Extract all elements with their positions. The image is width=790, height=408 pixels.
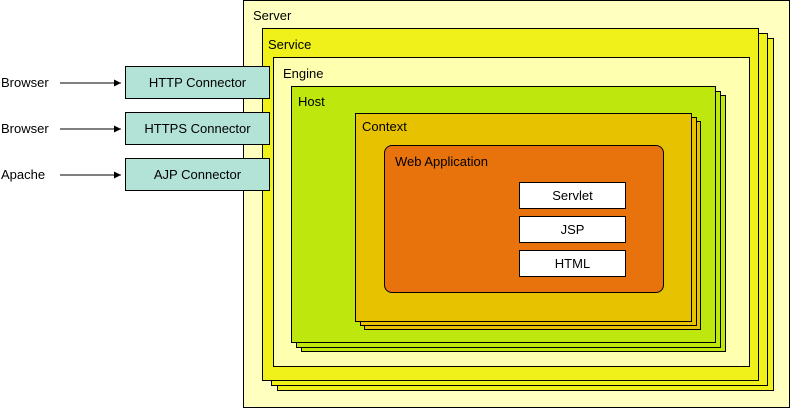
jsp-label: JSP bbox=[560, 222, 585, 237]
html-label: HTML bbox=[554, 256, 591, 271]
engine-label: Engine bbox=[283, 66, 324, 81]
jsp-component: JSP bbox=[519, 216, 626, 243]
ajp-connector: AJP Connector bbox=[125, 158, 270, 191]
server-label: Server bbox=[253, 8, 292, 23]
html-component: HTML bbox=[519, 250, 626, 277]
client-browser-http: Browser bbox=[1, 75, 49, 90]
context-label: Context bbox=[362, 119, 407, 134]
client-apache: Apache bbox=[1, 167, 46, 182]
webapp-label: Web Application bbox=[395, 154, 488, 169]
https-connector-label: HTTPS Connector bbox=[144, 121, 251, 136]
http-connector: HTTP Connector bbox=[125, 66, 270, 99]
servlet-label: Servlet bbox=[552, 188, 593, 203]
service-label: Service bbox=[268, 37, 312, 52]
http-connector-label: HTTP Connector bbox=[148, 75, 247, 90]
servlet-component: Servlet bbox=[519, 182, 626, 209]
https-connector: HTTPS Connector bbox=[125, 112, 270, 145]
client-browser-https: Browser bbox=[1, 121, 49, 136]
host-label: Host bbox=[298, 94, 325, 109]
ajp-connector-label: AJP Connector bbox=[153, 167, 242, 182]
